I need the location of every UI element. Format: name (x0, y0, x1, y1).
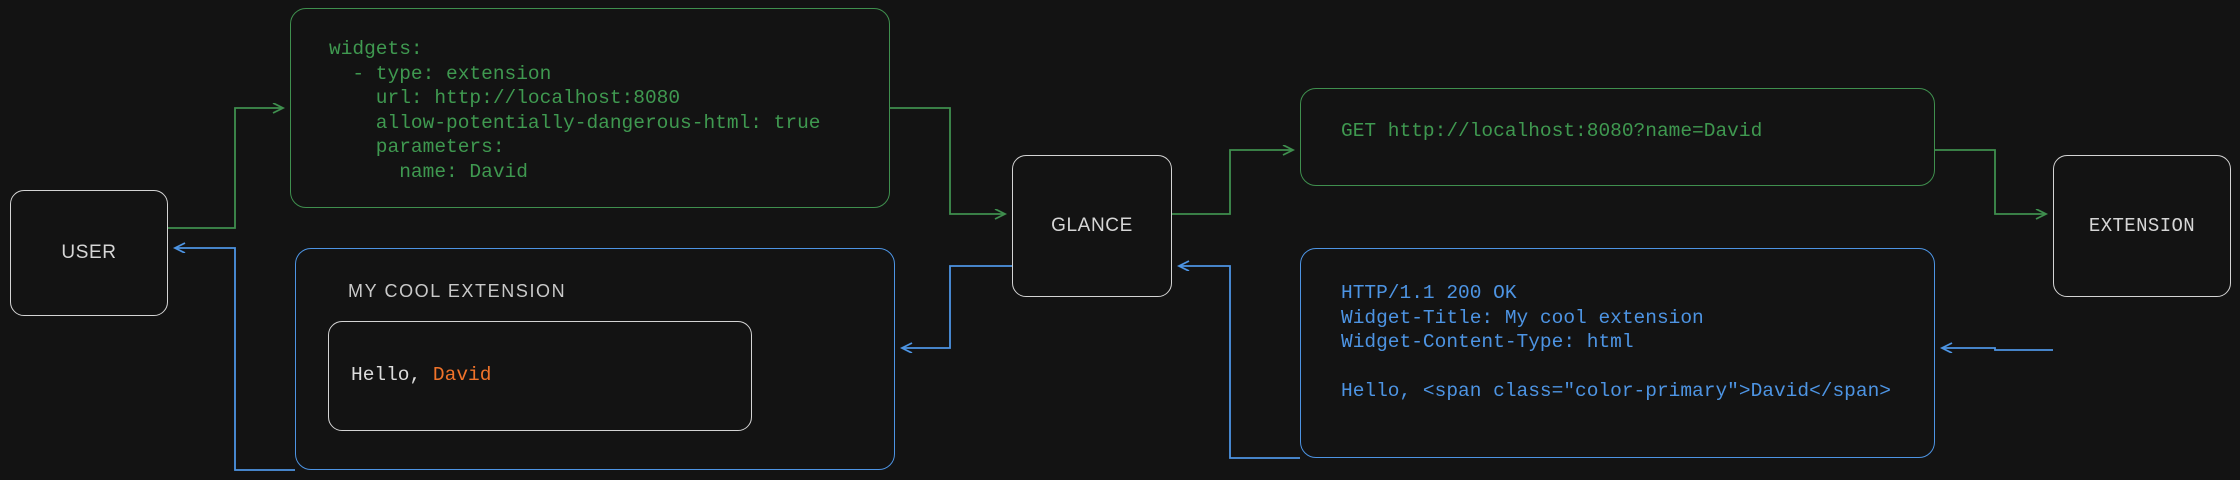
wire-config-to-glance (890, 107, 1005, 214)
widget-greeting-name: David (432, 364, 492, 386)
rendered-widget-panel: MY COOL EXTENSION Hello, David (295, 248, 895, 470)
http-response-panel: HTTP/1.1 200 OK Widget-Title: My cool ex… (1300, 248, 1935, 458)
http-response-text: HTTP/1.1 200 OK Widget-Title: My cool ex… (1341, 282, 1891, 402)
wire-request-to-extension (1935, 149, 2046, 214)
node-user[interactable]: USER (10, 190, 168, 316)
config-yaml-text: widgets: - type: extension url: http://l… (329, 38, 821, 183)
wire-widget-to-user (175, 248, 295, 471)
widget-title: MY COOL EXTENSION (348, 281, 567, 301)
http-request-panel: GET http://localhost:8080?name=David (1300, 88, 1935, 186)
wire-glance-to-request (1172, 150, 1293, 215)
node-glance-label: GLANCE (1051, 215, 1133, 236)
node-extension[interactable]: EXTENSION (2053, 155, 2231, 297)
widget-greeting-prefix: Hello, (351, 364, 433, 386)
config-yaml-panel: widgets: - type: extension url: http://l… (290, 8, 890, 208)
node-user-label: USER (61, 242, 117, 263)
wire-user-to-config (168, 108, 283, 229)
node-extension-label: EXTENSION (2088, 215, 2196, 237)
widget-content-card: Hello, David (328, 321, 752, 431)
wire-response-to-glance (1179, 266, 1300, 459)
wire-glance-to-widget (902, 265, 1012, 348)
http-request-text: GET http://localhost:8080?name=David (1341, 120, 1763, 142)
wire-extension-to-response (1942, 348, 2053, 350)
widget-greeting: Hello, David (351, 364, 491, 386)
node-glance[interactable]: GLANCE (1012, 155, 1172, 297)
